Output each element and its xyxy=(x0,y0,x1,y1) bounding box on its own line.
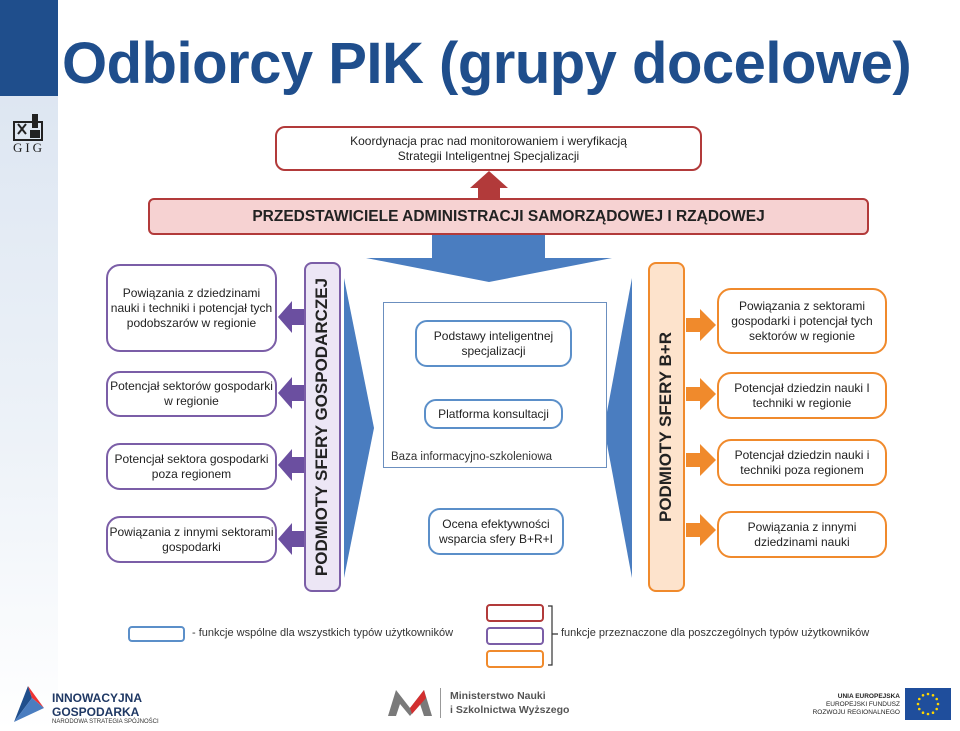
legend-specific-text: funkcje przeznaczone dla poszczególnych … xyxy=(561,627,870,639)
right-item-1: Powiązania z sektorami gospodarki i pote… xyxy=(717,288,887,354)
coordination-box: Koordynacja prac nad monitorowaniem i we… xyxy=(275,126,702,171)
eu-line2: EUROPEJSKI FUNDUSZ xyxy=(825,701,900,708)
eu-line1: UNIA EUROPEJSKA xyxy=(837,693,900,700)
left-item-2-text: Potencjał sektorów gospodarki w regionie xyxy=(110,379,273,408)
administration-bar-label: PRZEDSTAWICIELE ADMINISTRACJI SAMORZĄDOW… xyxy=(252,208,765,225)
left-item-3-text: Potencjał sektora gospodarki poza region… xyxy=(114,451,269,481)
right-column-label: PODMIOTY SFERY B+R xyxy=(656,331,675,523)
ministry-line2: i Szkolnictwa Wyższego xyxy=(450,704,570,716)
center-box-evaluation: Ocena efektywności wsparcia sfery B+R+I xyxy=(428,508,564,555)
right-item-2-text: Potencjał dziedzin nauki I techniki w re… xyxy=(734,380,870,410)
center-box-consultation: Platforma konsultacji xyxy=(424,399,563,429)
innovative-economy-line1: INNOWACYJNA xyxy=(52,691,143,705)
gig-logo-text: GIG xyxy=(12,140,46,155)
legend-purple-swatch xyxy=(486,627,544,645)
eu-line3: ROZWOJU REGIONALNEGO xyxy=(812,709,900,716)
left-side-arrow-icon xyxy=(344,278,374,578)
left-item-4: Powiązania z innymi sektorami gospodarki xyxy=(106,516,277,563)
down-arrow-icon xyxy=(366,234,612,282)
right-item-4: Powiązania z innymi dziedzinami nauki xyxy=(717,511,887,558)
sidebar: GIG xyxy=(0,0,58,731)
gig-logo-icon xyxy=(13,114,43,141)
right-item-4-text: Powiązania z innymi dziedzinami nauki xyxy=(747,519,857,549)
right-column-box xyxy=(648,262,685,592)
center-box-evaluation-text: Ocena efektywności wsparcia sfery B+R+I xyxy=(438,516,554,546)
up-arrow-icon xyxy=(470,171,508,198)
orange-arrows xyxy=(686,309,716,546)
right-item-3: Potencjał dziedzin nauki i techniki poza… xyxy=(717,439,887,486)
innovative-economy-line2: GOSPODARKA xyxy=(52,705,140,719)
right-item-2: Potencjał dziedzin nauki I techniki w re… xyxy=(717,372,887,419)
center-box-foundations: Podstawy inteligentnej specjalizacji xyxy=(415,320,572,367)
legend-common-text: - funkcje wspólne dla wszystkich typów u… xyxy=(192,627,454,639)
legend-orange-swatch xyxy=(486,650,544,668)
center-box-foundations-text: Podstawy inteligentnej specjalizacji xyxy=(433,328,554,358)
left-item-1-text: Powiązania z dziedzinami nauki i technik… xyxy=(110,285,273,330)
info-base-label: Baza informacyjno-szkoleniowa xyxy=(391,451,553,463)
legend-common-swatch xyxy=(128,626,185,642)
administration-bar: PRZEDSTAWICIELE ADMINISTRACJI SAMORZĄDOW… xyxy=(148,198,869,235)
ministry-line1: Ministerstwo Nauki xyxy=(450,690,546,702)
right-item-1-text: Powiązania z sektorami gospodarki i pote… xyxy=(731,298,873,343)
ministry-separator xyxy=(440,688,441,718)
right-item-3-text: Potencjał dziedzin nauki i techniki poza… xyxy=(734,447,870,477)
innovative-economy-logo-icon xyxy=(14,686,44,722)
right-side-arrow-icon xyxy=(604,278,632,578)
left-item-4-text: Powiązania z innymi sektorami gospodarki xyxy=(109,524,274,554)
ministry-logo-icon xyxy=(388,690,432,716)
center-box-consultation-text: Platforma konsultacji xyxy=(438,406,549,421)
legend-bracket xyxy=(548,605,558,666)
coordination-line1: Koordynacja prac nad monitorowaniem i we… xyxy=(350,133,627,148)
left-column-box xyxy=(304,262,341,592)
purple-arrows xyxy=(278,301,304,555)
left-item-3: Potencjał sektora gospodarki poza region… xyxy=(106,443,277,490)
page-title: Odbiorcy PIK (grupy docelowe) xyxy=(62,31,912,96)
legend-red-swatch xyxy=(486,604,544,622)
eu-flag-icon xyxy=(905,688,951,720)
left-column-label: PODMIOTY SFERY GOSPODARCZEJ xyxy=(312,277,331,577)
innovative-economy-line3: NARODOWA STRATEGIA SPÓJNOŚCI xyxy=(52,719,159,725)
left-item-2: Potencjał sektorów gospodarki w regionie xyxy=(106,371,277,417)
sidebar-top-band xyxy=(0,0,58,96)
left-item-1: Powiązania z dziedzinami nauki i technik… xyxy=(106,264,277,352)
coordination-line2: Strategii Inteligentnej Specjalizacji xyxy=(397,148,580,163)
